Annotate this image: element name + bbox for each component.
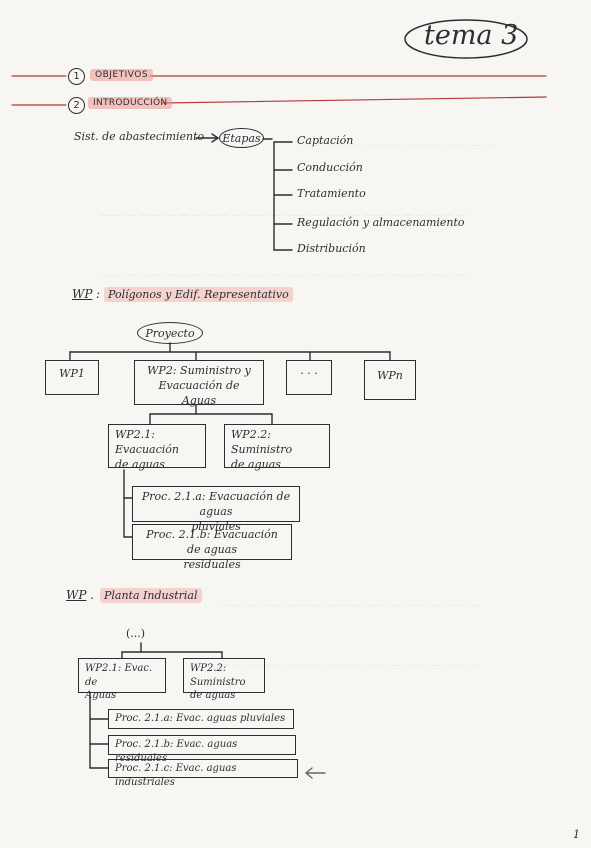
system-label: Sist. de abastecimiento (74, 130, 205, 143)
proc-box: Proc. 2.1.c: Evac. aguas industriales (108, 759, 298, 788)
wp-colon: . (90, 588, 94, 602)
wp-sub-box: WP2.1: Evac. de Aguas (78, 658, 166, 701)
stages-label: Etapas (222, 131, 261, 145)
show-through-text: — — — — — — — — — — — — — — — — — — — — (220, 600, 481, 611)
wp-title: Planta Industrial (100, 588, 202, 603)
proc-box: Proc. 2.1.a: Evacuación de aguas pluvial… (132, 486, 300, 533)
project-root-label: Proyecto (145, 326, 195, 340)
stage-item: Distribución (297, 242, 366, 255)
show-through-text: — — — — — — — — — — — — — — — — — — — — … (100, 210, 466, 221)
stages-oval: Etapas (219, 128, 264, 148)
show-through-text: — — — — — — — — — — — — — — — — — — — — (220, 660, 481, 671)
project-root: Proyecto (137, 322, 203, 344)
wp-prefix: WP (66, 588, 87, 602)
stage-item: Captación (297, 134, 354, 147)
section-heading: INTRODUCCIÓN (88, 97, 173, 109)
page-title: tema 3 (424, 20, 519, 51)
show-through-text: — — — — — — — — — — — — — — — — — — — — … (100, 270, 466, 281)
ellipsis-root: (...) (126, 627, 146, 640)
section-number: 1 (68, 68, 85, 85)
wp-title: Polígonos y Edif. Representativo (104, 287, 293, 302)
wp-box: · · · (286, 360, 332, 395)
proc-box: Proc. 2.1.b: Evac. aguas residuales (108, 735, 296, 764)
show-through-text: — — — — — — — — — — — — — — — (300, 140, 495, 151)
stage-item: Regulación y almacenamiento (297, 216, 465, 229)
section-heading: OBJETIVOS (90, 69, 154, 81)
proc-box: Proc. 2.1.b: Evacuación de aguas residua… (132, 524, 292, 571)
wp-sub-box: WP2.1: Evacuación de aguas (108, 424, 206, 471)
wp-sub-box: WP2.2: Suministro de aguas (224, 424, 330, 471)
wp-prefix: WP (72, 287, 93, 301)
proc-box: Proc. 2.1.a: Evac. aguas pluviales (108, 709, 294, 729)
stage-item: Tratamiento (297, 187, 366, 200)
wp-sub-box: WP2.2: Suministro de aguas (183, 658, 265, 701)
wp-colon: : (96, 287, 101, 301)
stage-item: Conducción (297, 161, 363, 174)
wp-box: WP1 (45, 360, 99, 395)
wp-box: WP2: Suministro y Evacuación de Aguas (134, 360, 264, 407)
section-number: 2 (68, 97, 85, 114)
page-number: 1 (573, 828, 580, 841)
wp-box: WPn (364, 360, 416, 400)
